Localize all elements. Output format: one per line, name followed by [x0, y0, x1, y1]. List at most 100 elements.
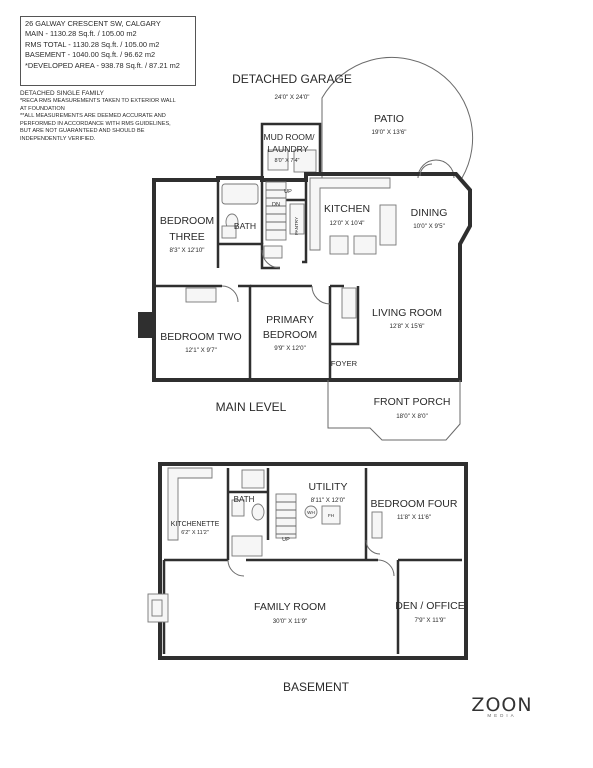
porch-dim: 18'0" X 8'0"	[396, 413, 428, 420]
bedroom-three-label: BEDROOM	[160, 215, 214, 227]
door-swing	[227, 559, 245, 577]
wall	[218, 242, 280, 270]
kitchenette-dim: 6'2" X 11'2"	[181, 530, 209, 536]
foyer-walls	[330, 286, 360, 346]
furnace-fixture	[321, 505, 341, 525]
property-type: DETACHED SINGLE FAMILY	[20, 90, 104, 97]
measurement-notes: DETACHED SINGLE FAMILY *RECA RMS MEASURE…	[20, 89, 205, 144]
family-room-label: FAMILY ROOM	[254, 601, 326, 613]
primary-label: PRIMARY	[266, 314, 314, 326]
basement-bath-label: BATH	[234, 495, 255, 504]
water-heater-fixture	[304, 505, 318, 519]
kitchenette-counter	[167, 467, 213, 541]
patio-dim: 19'0" X 13'6"	[372, 129, 407, 136]
furnace-label: FH	[328, 513, 334, 518]
dining-label: DINING	[411, 207, 448, 219]
chimney	[138, 312, 152, 338]
basement-title: BASEMENT	[283, 680, 350, 694]
bedroom-four-label: BEDROOM FOUR	[371, 498, 458, 510]
laundry-label: LAUNDRY	[268, 144, 309, 154]
basement-plan	[147, 462, 468, 660]
note-line: INDEPENDENTLY VERIFIED.	[20, 135, 96, 142]
basement-area-text: BASEMENT - 1040.00 Sq.ft. / 96.62 m2	[25, 50, 156, 60]
kitchen-dim: 12'0" X 10'4"	[330, 220, 365, 227]
address-text: 26 GALWAY CRESCENT SW, CALGARY	[25, 19, 161, 28]
note-line: **ALL MEASUREMENTS ARE DEEMED ACCURATE A…	[20, 113, 166, 120]
utility-dim: 8'11" X 12'0"	[311, 497, 346, 504]
stove-fixture	[353, 235, 377, 255]
note-line: PERFORMED IN ACCORDANCE WITH RMS GUIDELI…	[20, 120, 171, 127]
note-line: AT FOUNDATION	[20, 105, 65, 112]
main-stairs	[265, 181, 287, 241]
fireplace-hearth	[151, 599, 163, 617]
logo-brand: ZOON	[471, 694, 533, 716]
main-exterior-walls	[152, 172, 472, 382]
closet	[371, 511, 383, 539]
primary-label-2: BEDROOM	[263, 329, 317, 341]
door-swing	[221, 285, 239, 303]
bedroom-two-dim: 12'1" X 9'7"	[185, 347, 217, 354]
area-info-box: 26 GALWAY CRESCENT SW, CALGARY MAIN - 11…	[20, 16, 196, 86]
developed-area-text: *DEVELOPED AREA - 938.78 Sq.ft. / 87.21 …	[25, 60, 180, 70]
rms-total-text: RMS TOTAL - 1130.28 Sq.ft. / 105.00 m2	[25, 39, 160, 49]
wall	[302, 180, 308, 264]
closet	[185, 287, 217, 303]
patio-label: PATIO	[374, 113, 404, 125]
closet	[263, 245, 283, 259]
kitchen-island	[379, 204, 397, 246]
porch-label: FRONT PORCH	[374, 396, 451, 408]
door-swing	[261, 249, 281, 269]
dryer-fixture	[267, 149, 289, 171]
bathtub-fixture	[221, 183, 259, 205]
garage-label: DETACHED GARAGE	[232, 72, 352, 86]
door-swing	[377, 559, 395, 577]
stairs-dn-label: DN	[272, 202, 280, 208]
fridge-fixture	[329, 235, 349, 255]
kitchenette-label: KITCHENETTE	[171, 521, 220, 528]
closet	[231, 535, 263, 557]
note-line: BUT ARE NOT GUARANTEED AND SHOULD BE	[20, 128, 145, 135]
den-dim: 7'9" X 11'9"	[414, 617, 445, 624]
mudroom-label: MUD ROOM/	[263, 132, 315, 142]
mudroom-walls	[260, 122, 322, 180]
bedroom-four-dim: 11'8" X 11'6"	[397, 514, 431, 521]
vanity-fixture	[221, 225, 237, 239]
door-swing	[365, 539, 381, 555]
basement-exterior-walls	[158, 462, 468, 660]
den-label: DEN / OFFICE	[395, 600, 464, 612]
kitchen-label: KITCHEN	[324, 203, 370, 215]
kitchen-counter	[309, 177, 391, 251]
vanity-fixture	[231, 499, 245, 517]
patio-step	[417, 159, 455, 179]
stairs-up-label: UP	[284, 189, 292, 195]
logo-sub: MEDIA	[487, 713, 517, 718]
mudroom-dim: 8'0" X 7'4"	[275, 158, 300, 164]
bedroom-three-label-2: THREE	[169, 231, 205, 243]
porch-outline	[327, 380, 461, 441]
living-dim: 12'8" X 15'6"	[390, 323, 425, 330]
zoon-media-logo: ZOON MEDIA	[470, 694, 534, 718]
water-heater-label: WH	[307, 510, 315, 515]
closet	[341, 287, 357, 319]
door-swing	[311, 285, 331, 305]
living-label: LIVING ROOM	[372, 307, 442, 319]
pantry-box	[289, 203, 305, 235]
door-swing	[419, 163, 433, 177]
bedroom-three-dim: 8'3" X 12'10"	[170, 247, 205, 254]
utility-label: UTILITY	[308, 481, 347, 493]
main-level-title: MAIN LEVEL	[216, 400, 287, 414]
foyer-label: FOYER	[331, 359, 358, 368]
family-room-dim: 30'0" X 11'9"	[273, 618, 308, 625]
basement-stairs	[275, 493, 297, 539]
basement-stairs-up-label: UP	[282, 537, 290, 543]
toilet-fixture	[251, 503, 265, 521]
bedroom-two-label: BEDROOM TWO	[160, 331, 241, 343]
garage-dim: 24'0" X 24'0"	[275, 94, 310, 101]
main-area-text: MAIN - 1130.28 Sq.ft. / 105.00 m2	[25, 29, 137, 39]
main-level-plan	[138, 56, 474, 441]
primary-dim: 9'9" X 12'0"	[274, 345, 306, 352]
patio-outline	[321, 56, 474, 179]
dining-dim: 10'0" X 9'5"	[413, 223, 445, 230]
bath-label: BATH	[234, 221, 256, 231]
